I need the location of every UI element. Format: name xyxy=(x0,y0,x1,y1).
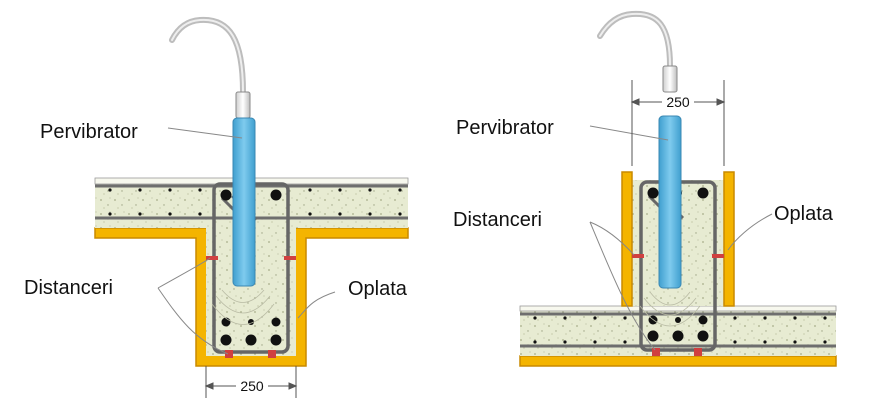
left-dimension-label: 250 xyxy=(240,378,264,394)
left-vibrator-connector xyxy=(235,91,251,119)
right-vibrator xyxy=(658,115,682,289)
left-vibration-waves xyxy=(211,289,275,325)
right-spacers xyxy=(632,254,724,356)
right-dimension-label: 250 xyxy=(666,94,690,110)
left-panel: Pervibrator Distanceri Oplata 250 xyxy=(24,16,409,398)
left-vibrator-label: Pervibrator xyxy=(40,121,138,143)
right-formwork-label: Oplata xyxy=(774,203,834,225)
left-vibrator xyxy=(232,117,256,287)
left-slab-rebar-dots xyxy=(108,188,402,216)
right-panel: Pervibrator Distanceri Oplata 250 xyxy=(453,10,837,367)
right-spacers-label: Distanceri xyxy=(453,209,542,231)
left-formwork-label: Oplata xyxy=(348,278,408,300)
right-leader-lines xyxy=(589,125,773,351)
right-slab-rebar-dots xyxy=(533,316,827,344)
left-spacers-label: Distanceri xyxy=(24,277,113,299)
right-vibrator-label: Pervibrator xyxy=(456,117,554,139)
left-hose xyxy=(169,16,246,95)
right-slab-formwork xyxy=(519,355,837,367)
right-vibration-waves xyxy=(639,291,701,327)
right-main-rebars xyxy=(647,187,709,342)
right-vibrator-connector xyxy=(662,65,678,93)
left-leader-lines xyxy=(157,127,336,355)
right-formwork-right xyxy=(723,171,735,307)
right-formwork-left xyxy=(621,171,633,307)
left-spacers xyxy=(206,256,296,358)
